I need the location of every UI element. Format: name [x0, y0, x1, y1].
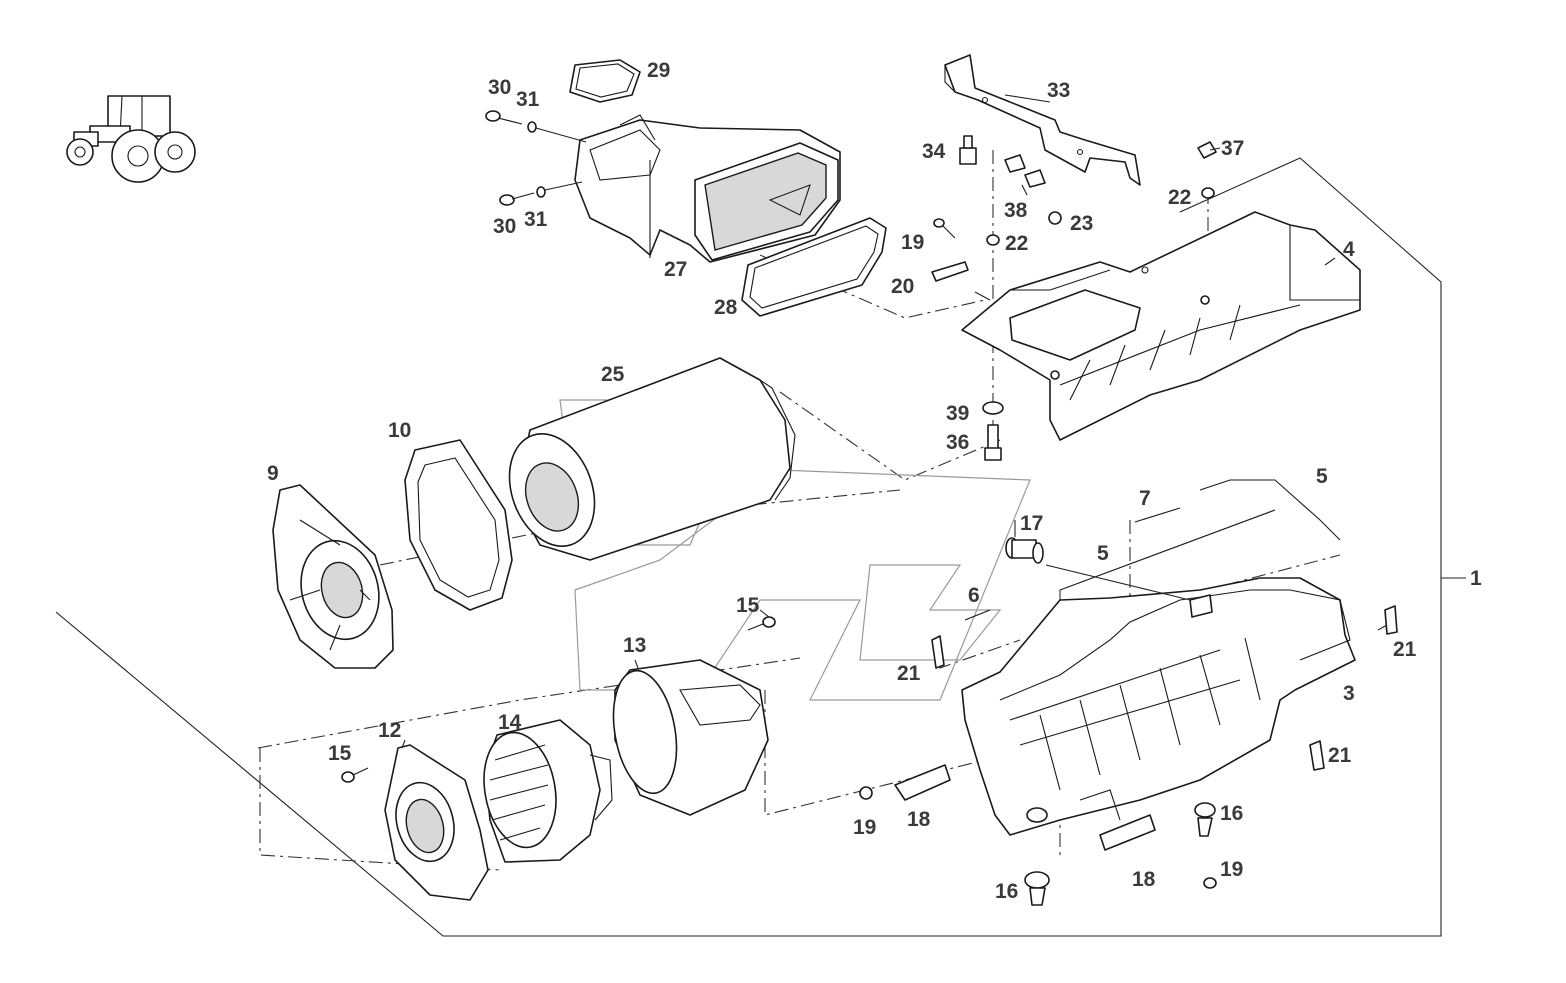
- callout-34: 34: [922, 140, 946, 163]
- part-22-washer-right: [1201, 187, 1215, 199]
- part-37-clip: [1197, 141, 1217, 159]
- callout-27: 27: [664, 258, 687, 281]
- part-13-fan-housing: [612, 659, 769, 816]
- part-3-lower-housing: [961, 577, 1356, 836]
- part-9-fan-cover: [272, 484, 394, 669]
- callout-21-right-bottom: 21: [1328, 744, 1352, 767]
- callout-19-top: 19: [901, 231, 924, 254]
- callout-4: 4: [1343, 238, 1355, 261]
- part-14-blower-wheel: [483, 719, 613, 863]
- callout-labels: 1 3 4 5 5 6 7 9 10 12 13 14 15 15 16 16 …: [267, 59, 1482, 903]
- callout-20: 20: [891, 275, 914, 298]
- part-20-sensor: [931, 261, 969, 282]
- callout-19-right: 19: [1220, 858, 1243, 881]
- callout-30-upper: 30: [488, 76, 511, 99]
- callout-leaders: [401, 94, 1388, 749]
- callout-19-left: 19: [853, 816, 876, 839]
- part-4-upper-housing: [961, 211, 1361, 441]
- part-27-intake-duct: [574, 114, 841, 263]
- part-18-lever-right: [1079, 789, 1156, 851]
- callout-31-upper: 31: [516, 88, 540, 111]
- part-5-wire-upper: [1199, 479, 1341, 541]
- part-23-washer: [1048, 211, 1062, 225]
- part-25-filter: [508, 357, 796, 561]
- callout-22-right: 22: [1168, 186, 1191, 209]
- callout-9: 9: [267, 462, 279, 485]
- callout-36: 36: [946, 431, 969, 454]
- callout-22-left: 22: [1005, 232, 1028, 255]
- part-15-screw-left: [341, 767, 369, 783]
- part-7-wire: [1134, 507, 1181, 523]
- part-30-screw-upper: [485, 110, 523, 125]
- part-15-screw-right: [747, 616, 776, 631]
- callout-21-left: 21: [897, 662, 921, 685]
- callout-13: 13: [623, 634, 646, 657]
- part-5-wire-lower: [1059, 509, 1276, 591]
- part-21-clip-right-bottom: [1309, 740, 1325, 771]
- callout-7: 7: [1139, 487, 1151, 510]
- callout-18-right: 18: [1132, 868, 1156, 891]
- part-18-lever-left: [894, 764, 951, 801]
- part-16-grommet-right: [1194, 802, 1216, 837]
- callout-16-right: 16: [1220, 802, 1243, 825]
- part-19-screw-right: [1203, 877, 1217, 889]
- callout-25: 25: [601, 363, 625, 386]
- callout-14: 14: [498, 711, 522, 734]
- callout-18-left: 18: [907, 808, 931, 831]
- callout-12: 12: [378, 719, 401, 742]
- tractor-icon: [66, 95, 196, 183]
- part-31-washer-lower: [536, 181, 583, 198]
- callout-38: 38: [1004, 199, 1028, 222]
- callout-1: 1: [1470, 567, 1482, 590]
- callout-29: 29: [647, 59, 670, 82]
- part-12-motor-flange: [384, 744, 489, 901]
- part-21-clip-left: [931, 635, 945, 669]
- part-36-bolt: [984, 424, 1002, 461]
- callout-28: 28: [714, 296, 738, 319]
- callout-15-right: 15: [736, 594, 760, 617]
- part-17-connector: [1005, 537, 1191, 601]
- assembly-boundary: [55, 157, 1466, 937]
- callout-5-lower: 5: [1097, 542, 1109, 565]
- part-29-gasket: [569, 59, 641, 103]
- callout-23: 23: [1070, 212, 1093, 235]
- part-30-screw-lower: [499, 192, 535, 206]
- part-19-screw-left: [859, 786, 873, 800]
- callout-6: 6: [968, 584, 980, 607]
- callout-37: 37: [1221, 137, 1244, 160]
- part-33-bracket: [944, 54, 1141, 186]
- callout-30-lower: 30: [493, 215, 516, 238]
- callout-15-left: 15: [328, 742, 352, 765]
- callout-33: 33: [1047, 79, 1070, 102]
- callout-31-lower: 31: [524, 208, 548, 231]
- callout-3: 3: [1343, 682, 1355, 705]
- callout-39: 39: [946, 402, 969, 425]
- part-19-screw-top: [933, 218, 956, 239]
- part-21-clip-right-top: [1384, 605, 1398, 635]
- callout-21-right-top: 21: [1393, 638, 1417, 661]
- part-6-wire: [964, 609, 991, 621]
- callout-5-upper: 5: [1316, 465, 1328, 488]
- part-34-screw: [959, 135, 977, 165]
- part-16-grommet-left: [1024, 871, 1050, 906]
- part-31-washer-upper: [527, 121, 587, 143]
- callout-17: 17: [1020, 512, 1043, 535]
- callout-16-left: 16: [995, 880, 1018, 903]
- callout-10: 10: [388, 419, 411, 442]
- part-10-gasket: [404, 439, 513, 611]
- part-28-duct-seal: [741, 217, 887, 317]
- part-22-washer-left: [986, 234, 1000, 246]
- part-39-washer: [982, 401, 1004, 415]
- part-38-clips: [1004, 154, 1046, 188]
